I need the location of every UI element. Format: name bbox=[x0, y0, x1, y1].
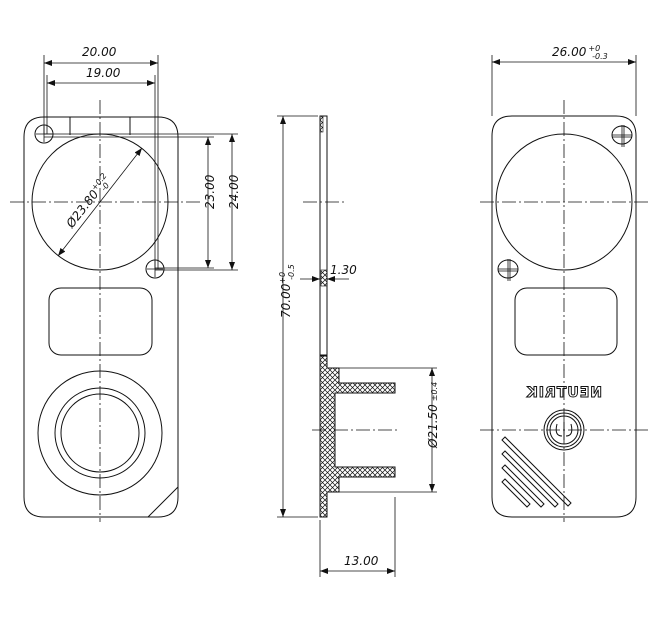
front-window-cutout bbox=[48, 287, 153, 356]
dim-thickness: 1.30 bbox=[330, 263, 357, 277]
side-plate bbox=[319, 115, 328, 357]
dim-tube-diameter: Ø21.50±0.4 bbox=[426, 382, 440, 449]
dim-height-outer: 24.00 bbox=[227, 174, 241, 209]
front-view: 20.00 19.00 23.00 24.00 Ø23.80+0.2-0 bbox=[10, 45, 241, 522]
front-plate-outline bbox=[23, 116, 179, 518]
side-section-hatched bbox=[319, 354, 396, 518]
dim-depth: 13.00 bbox=[344, 554, 379, 568]
side-view: 70.00+0-0.5 1.30 Ø21.50±0.4 13.00 bbox=[277, 115, 440, 577]
dim-rear-width: 26.00+0-0.3 bbox=[552, 44, 608, 61]
front-plate-chamfer bbox=[147, 486, 179, 518]
rear-plate-outline bbox=[491, 115, 637, 518]
rear-window-cutout bbox=[514, 287, 618, 356]
dim-width-outer: 20.00 bbox=[82, 45, 117, 59]
thickness-section bbox=[320, 269, 328, 287]
dim-height-inner: 23.00 bbox=[203, 174, 217, 209]
rear-view: NEUTRIK 26.00+0-0.3 bbox=[480, 44, 650, 522]
grip-slashes bbox=[501, 436, 572, 508]
dim-line-diameter bbox=[57, 147, 143, 257]
dim-length: 70.00+0-0.5 bbox=[278, 264, 296, 318]
dim-width-inner: 19.00 bbox=[86, 66, 121, 80]
